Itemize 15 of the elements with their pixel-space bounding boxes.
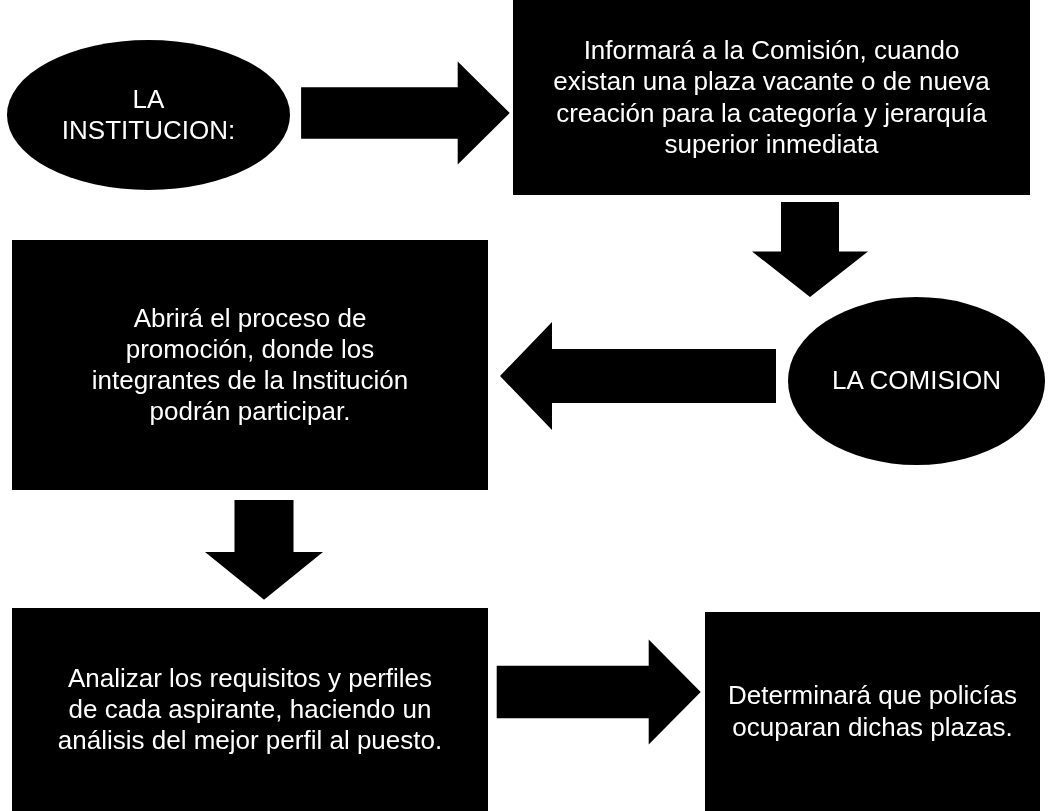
block-arrow <box>205 500 323 600</box>
block-arrow <box>752 202 868 297</box>
node-text: Analizar los requisitos y perfiles de cada aspirante, haciendo un análisis del mejor perfil al puesto. <box>57 662 443 757</box>
node-text: Informará a la Comisión, cuando existan una plaza vacante o de nueva creación para la categoría y jerarquía superior inmediata <box>552 35 991 160</box>
process-box <box>12 240 488 490</box>
process-box <box>12 608 488 811</box>
node-text: Abrirá el proceso de promoción, donde los integrantes de la Institución podrán participar. <box>90 302 410 428</box>
block-arrow <box>301 61 510 165</box>
node-text: Determinará que policías ocuparan dichas plazas. <box>726 680 1018 743</box>
process-box <box>705 612 1040 811</box>
block-arrow <box>496 639 701 745</box>
node-text: LA INSTITUCION: <box>61 83 236 147</box>
process-box <box>513 0 1030 195</box>
block-arrow <box>500 322 776 430</box>
node-text: LA COMISION <box>831 365 1001 397</box>
